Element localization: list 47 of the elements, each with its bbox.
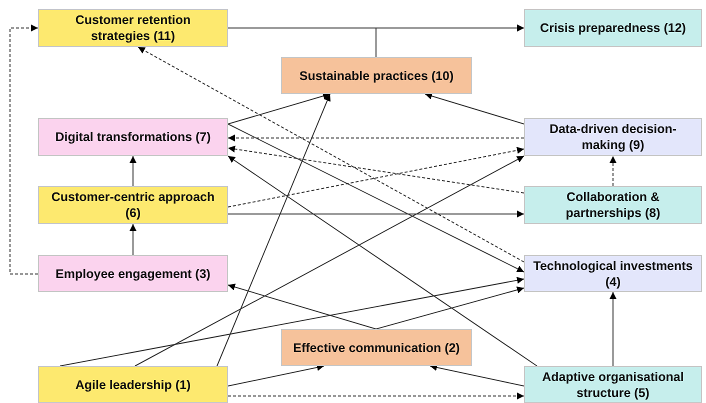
arrow xyxy=(134,156,524,366)
arrow xyxy=(376,286,524,330)
box-label: Digital transformations (7) xyxy=(54,129,212,145)
box-label: Employee engagement (3) xyxy=(54,266,212,282)
arrow xyxy=(228,210,524,218)
arrow xyxy=(228,134,524,142)
box-label: Data-driven decision-making (9) xyxy=(548,121,678,153)
arrow xyxy=(138,46,524,262)
arrow xyxy=(424,92,524,124)
arrow xyxy=(60,276,524,366)
box-label: Effective communication (2) xyxy=(292,340,461,356)
process-box xyxy=(524,9,702,47)
arrow xyxy=(130,224,136,256)
box-label: Adaptive organisational structure (5) xyxy=(541,368,685,400)
arrow xyxy=(216,94,331,366)
process-box xyxy=(281,57,472,94)
arrow xyxy=(228,392,524,400)
arrow xyxy=(376,24,524,58)
box-label: Agile leadership (1) xyxy=(74,376,192,392)
arrow xyxy=(610,156,616,186)
process-box xyxy=(524,255,702,292)
box-label: Crisis preparedness (12) xyxy=(539,20,687,36)
arrow xyxy=(228,92,330,124)
box-label: Sustainable practices (10) xyxy=(298,68,455,84)
box-label: Customer-centric approach (6) xyxy=(50,189,216,221)
process-box xyxy=(281,329,472,366)
arrow xyxy=(228,364,324,386)
arrow xyxy=(228,146,524,208)
arrow xyxy=(228,284,376,330)
arrow xyxy=(130,156,136,186)
process-box xyxy=(38,255,228,292)
box-label: Collaboration & partnerships (8) xyxy=(564,189,662,221)
process-box xyxy=(38,186,228,224)
arrow xyxy=(430,364,524,386)
process-box xyxy=(524,366,702,403)
box-label: Technological investments (4) xyxy=(532,258,694,290)
arrow xyxy=(610,292,616,366)
process-box xyxy=(524,118,702,156)
arrow xyxy=(10,24,38,274)
arrow xyxy=(228,156,538,366)
arrow xyxy=(228,124,524,272)
process-box xyxy=(38,366,228,403)
process-box xyxy=(38,9,228,47)
box-label: Customer retention strategies (11) xyxy=(74,12,192,44)
process-box xyxy=(38,118,228,156)
process-box xyxy=(524,186,702,224)
arrow xyxy=(228,146,524,194)
